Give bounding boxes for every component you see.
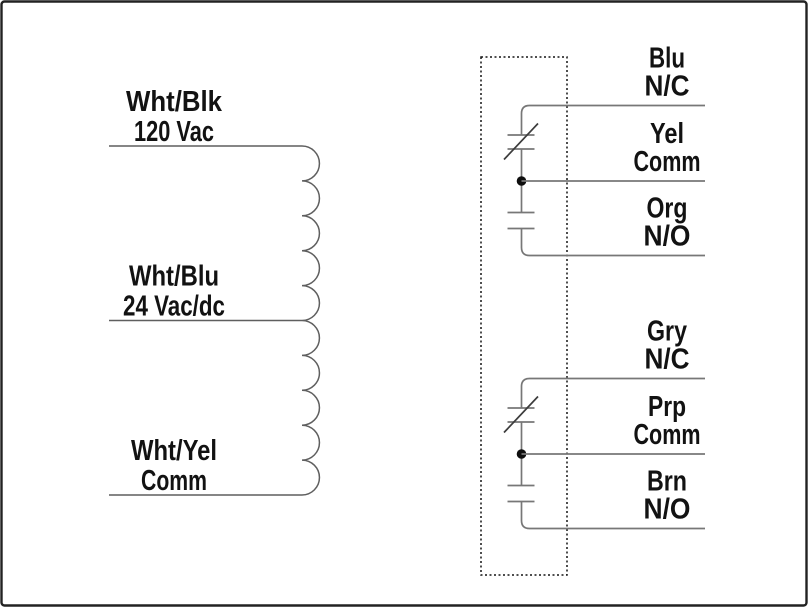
terminal-label-color-brn: Brn — [647, 466, 687, 498]
tap-label-color-comm: Wht/Yel — [131, 435, 217, 467]
no-wire-org — [520, 228, 705, 257]
tap-label-voltage-120vac: 120 Vac — [134, 116, 214, 148]
relay-contact-group-2: Gry N/C Prp Comm Brn N/O — [503, 316, 705, 530]
terminal-label-color-prp: Prp — [648, 391, 686, 423]
tap-label-color-120vac: Wht/Blk — [126, 86, 223, 118]
tap-label-role-comm: Comm — [141, 465, 207, 497]
transformer: Wht/Blk 120 Vac Wht/Blu 24 Vac/dc Wht/Ye… — [109, 86, 321, 497]
transformer-coil — [109, 145, 321, 496]
terminal-label-role-gry: N/C — [645, 344, 690, 376]
terminal-label-color-gry: Gry — [647, 316, 687, 348]
terminal-label-color-org: Org — [647, 193, 688, 225]
nc-contact-slash — [503, 395, 539, 434]
terminal-label-color-yel: Yel — [650, 118, 684, 150]
tap-label-voltage-24vac: 24 Vac/dc — [123, 291, 225, 323]
terminal-label-role-prp: Comm — [634, 419, 701, 451]
terminal-label-role-blu: N/C — [645, 71, 690, 103]
terminal-label-role-org: N/O — [644, 221, 691, 253]
terminal-label-role-brn: N/O — [644, 494, 691, 526]
tap-label-color-24vac: Wht/Blu — [129, 261, 219, 293]
relay-contact-group-1: Blu N/C Yel Comm Org N/O — [503, 43, 705, 257]
nc-contact-slash — [503, 122, 539, 161]
no-wire-brn — [520, 501, 705, 530]
nc-wire-gry — [520, 377, 705, 408]
terminal-label-role-yel: Comm — [634, 146, 701, 178]
nc-wire-blu — [520, 104, 705, 135]
terminal-label-color-blu: Blu — [649, 43, 685, 75]
